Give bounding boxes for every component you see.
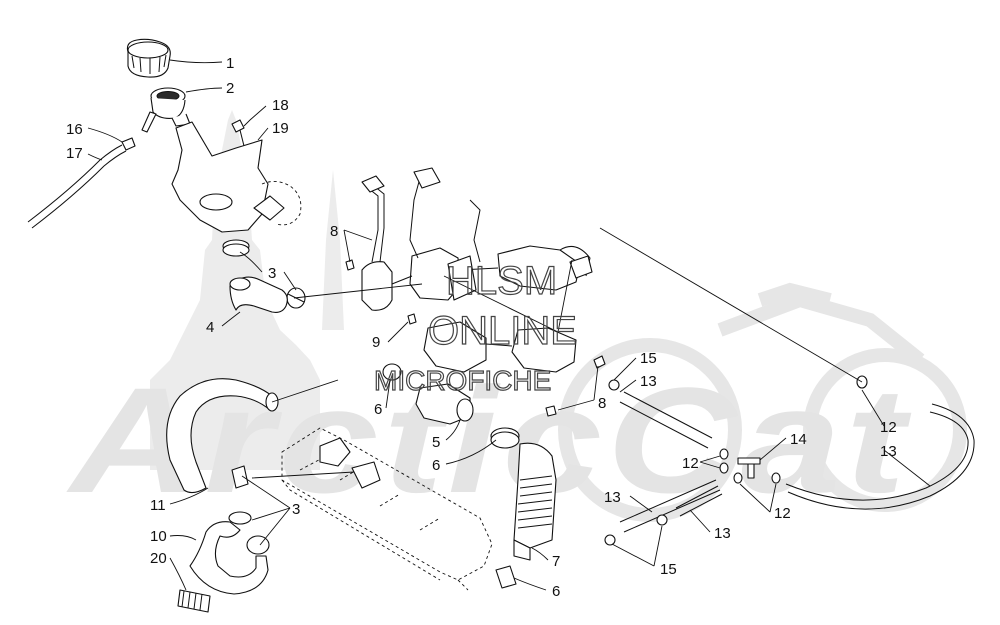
bolt-18 xyxy=(231,119,246,151)
callout-2: 2 xyxy=(226,80,234,97)
overlay-text-line1: HLSM xyxy=(446,259,557,303)
long-fuel-line xyxy=(785,403,975,510)
callout-12-mid: 12 xyxy=(682,455,699,472)
screws-8 xyxy=(345,259,606,417)
callout-3-lower: 3 xyxy=(292,501,300,518)
callout-6-left: 6 xyxy=(374,401,382,418)
callout-16: 16 xyxy=(66,121,83,138)
callout-8-left: 8 xyxy=(330,223,338,240)
callout-15-lower: 15 xyxy=(660,561,677,578)
fuel-line-13-lower xyxy=(619,479,723,533)
caps-15 xyxy=(604,379,668,546)
callout-6-bottom: 6 xyxy=(552,583,560,600)
hose-10 xyxy=(189,521,269,595)
callout-3-upper: 3 xyxy=(268,265,276,282)
callout-14: 14 xyxy=(790,431,807,448)
spring-20 xyxy=(177,589,211,613)
callout-15-upper: 15 xyxy=(640,350,657,367)
callout-1: 1 xyxy=(226,55,234,72)
callout-13-right: 13 xyxy=(880,443,897,460)
callout-19: 19 xyxy=(272,120,289,137)
callout-9: 9 xyxy=(372,334,380,351)
t-fitting-14 xyxy=(737,457,761,479)
callout-8-right: 8 xyxy=(598,395,606,412)
callout-13-left: 13 xyxy=(604,489,621,506)
vent-hose xyxy=(27,144,127,229)
callout-12-right: 12 xyxy=(880,419,897,436)
overlay-text-line2: ONLINE xyxy=(428,309,577,353)
callout-7: 7 xyxy=(552,553,560,570)
callout-13-upper: 13 xyxy=(640,373,657,390)
filler-neck xyxy=(141,87,191,133)
callout-leaders xyxy=(87,59,931,591)
callout-11: 11 xyxy=(150,497,166,514)
callout-20: 20 xyxy=(150,550,167,567)
hose-clamps-lower xyxy=(228,465,270,555)
callout-5: 5 xyxy=(432,434,440,451)
elbow-hose xyxy=(229,276,288,313)
callout-13-lower: 13 xyxy=(714,525,731,542)
vent-connector xyxy=(121,137,136,151)
callout-17: 17 xyxy=(66,145,83,162)
watermark-motorcycle xyxy=(558,282,967,522)
callout-10: 10 xyxy=(150,528,167,545)
callout-18: 18 xyxy=(272,97,289,114)
callout-labels: 1 2 16 17 18 19 3 4 8 9 6 5 6 15 13 8 14… xyxy=(66,55,897,600)
callout-12-lower: 12 xyxy=(774,505,791,522)
hose-clamps-6 xyxy=(382,363,520,449)
parts-group xyxy=(27,38,975,613)
filler-cap xyxy=(126,38,171,78)
mounting-bracket xyxy=(171,121,302,233)
corrugated-boot xyxy=(513,442,557,561)
callout-4: 4 xyxy=(206,319,214,336)
fuel-line-13-upper xyxy=(619,391,713,449)
overlay-watermark-text: HLSM ONLINE MICROFICHE xyxy=(373,258,577,396)
callout-6-mid: 6 xyxy=(432,457,440,474)
overlay-text-line3: MICROFICHE xyxy=(374,365,551,396)
engine-block-outline xyxy=(281,427,493,591)
watermark-spire xyxy=(322,170,344,330)
throttle-body-assembly xyxy=(361,167,593,425)
boot-clamp xyxy=(495,565,517,589)
